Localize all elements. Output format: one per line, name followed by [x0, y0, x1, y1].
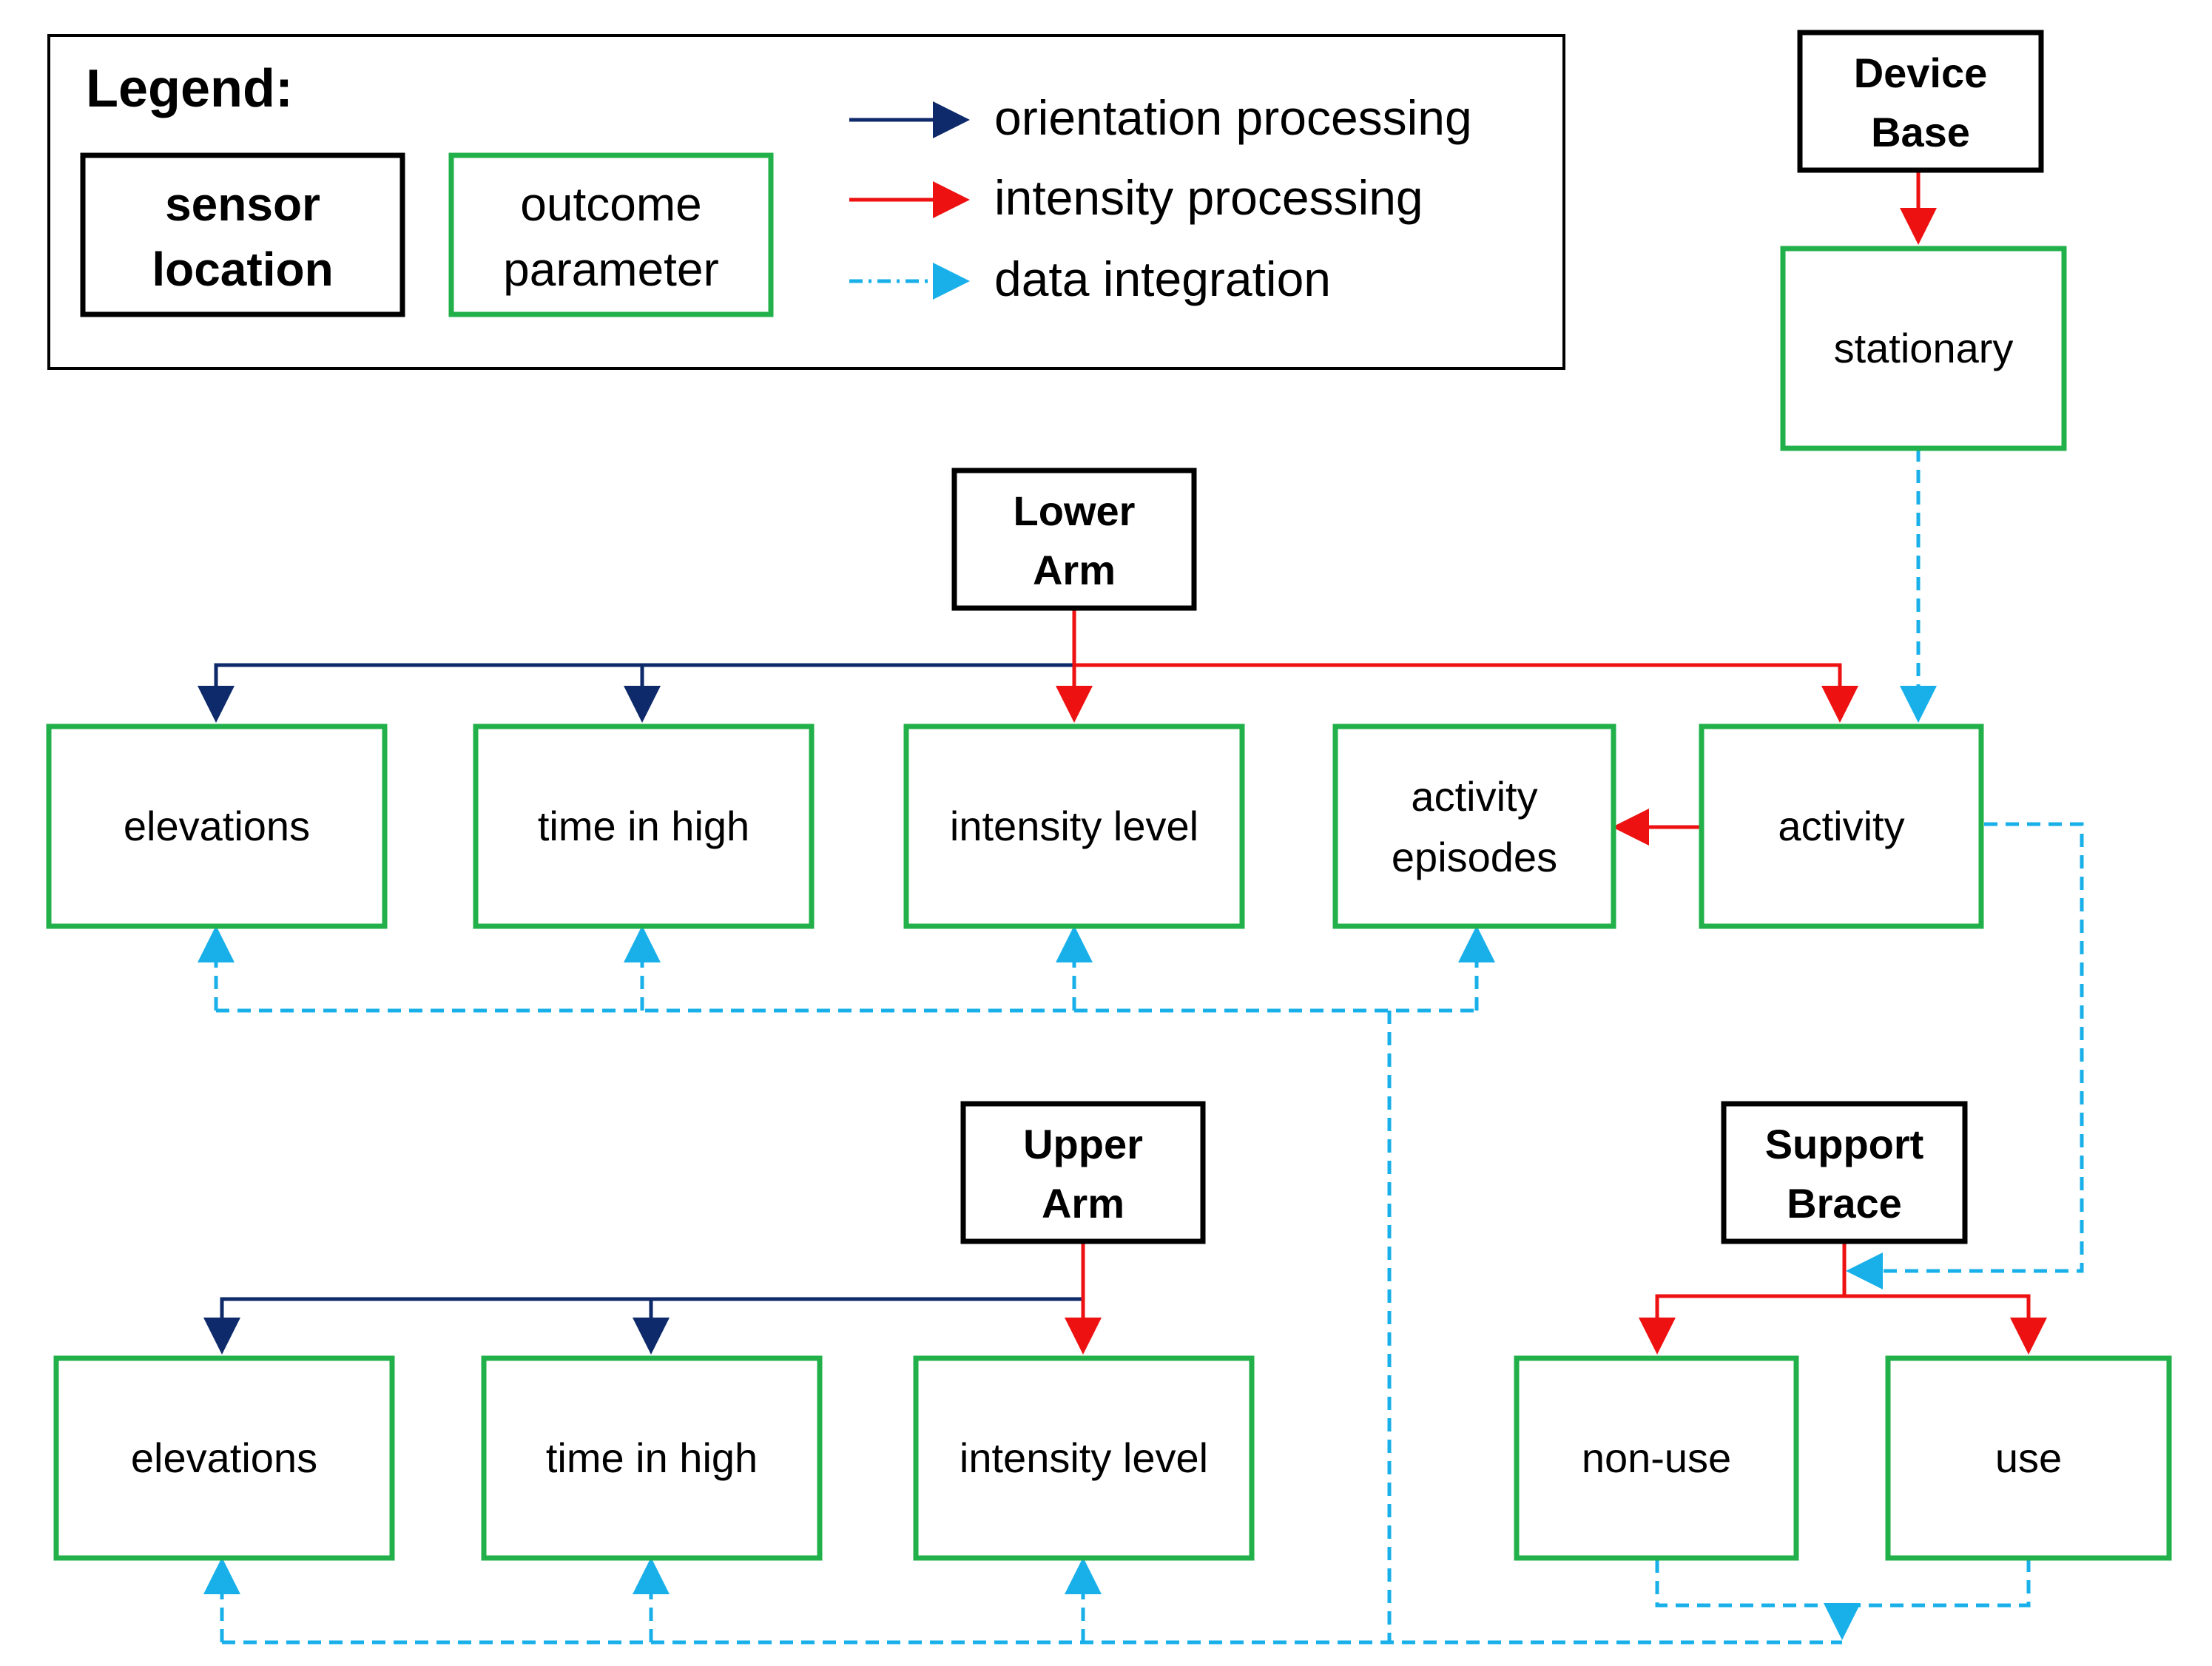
legend-sensor-box [80, 152, 405, 317]
legend-integration-label: data integration [994, 252, 1331, 306]
edge-supportbrace-use [1844, 1294, 2047, 1355]
sensor-label: Device [1854, 50, 1988, 96]
edge-upperarm-elevations [203, 1297, 1083, 1355]
legend: Legend: sensor location outcome paramete… [47, 34, 1565, 370]
outcome-label: activity [1411, 773, 1537, 820]
outcome-upper-time-in-high: time in high [481, 1355, 823, 1561]
legend-outcome-box [448, 152, 774, 317]
sensor-label: Upper [1023, 1121, 1143, 1167]
outcome-label: activity [1778, 803, 1904, 849]
sensor-label: Base [1871, 109, 1970, 155]
outcome-label: time in high [538, 803, 749, 849]
outcome-activity: activity [1699, 724, 1984, 929]
legend-sensor-label: sensor [165, 178, 320, 231]
outcome-upper-elevations: elevations [53, 1355, 395, 1561]
legend-orientation-label: orientation processing [994, 90, 1472, 145]
outcome-activity-episodes: activity episodes [1332, 724, 1616, 929]
outcome-label: intensity level [960, 1434, 1208, 1481]
sensor-upper-arm: Upper Arm [960, 1101, 1206, 1244]
outcome-label: non-use [1582, 1434, 1731, 1481]
sensor-label: Brace [1787, 1180, 1902, 1227]
outcome-lower-elevations: elevations [46, 724, 388, 929]
outcome-use: use [1885, 1355, 2172, 1561]
legend-sensor-label: location [152, 243, 333, 296]
outcome-label: elevations [124, 803, 310, 849]
edge-lowerarm-activity [1074, 663, 1858, 723]
edge-supportbrace-nonuse [1639, 1294, 1844, 1355]
connectors [198, 170, 2084, 1645]
outcome-label: episodes [1392, 834, 1557, 880]
edge-lowerarm-elevations [198, 663, 1074, 723]
outcome-label: intensity level [950, 803, 1198, 849]
legend-outcome-label: parameter [503, 243, 719, 296]
outcome-stationary: stationary [1780, 246, 2067, 451]
legend-outcome-label: outcome [520, 178, 701, 231]
outcome-label: use [1995, 1434, 2062, 1481]
sensor-label: Lower [1014, 488, 1136, 534]
sensor-label: Support [1765, 1121, 1924, 1167]
outcome-label: stationary [1834, 325, 2014, 371]
edge-nonuse-use-bus [1655, 1559, 2031, 1608]
sensor-device-base: Device Base [1797, 30, 2044, 173]
outcome-lower-intensity-level: intensity level [903, 724, 1245, 929]
outcome-label: elevations [131, 1434, 317, 1481]
legend-title: Legend: [86, 59, 293, 118]
outcome-upper-intensity-level: intensity level [913, 1355, 1255, 1561]
outcome-non-use: non-use [1514, 1355, 1799, 1561]
edge-activity-supportbrace [1846, 822, 2084, 1289]
sensor-lower-arm: Lower Arm [951, 468, 1197, 611]
sensor-support-brace: Support Brace [1721, 1101, 1968, 1244]
legend-frame [47, 34, 1565, 370]
legend-intensity-label: intensity processing [994, 170, 1423, 225]
sensor-label: Arm [1033, 547, 1116, 593]
outcome-lower-time-in-high: time in high [473, 724, 815, 929]
sensor-label: Arm [1042, 1180, 1124, 1227]
outcome-label: time in high [546, 1434, 758, 1481]
